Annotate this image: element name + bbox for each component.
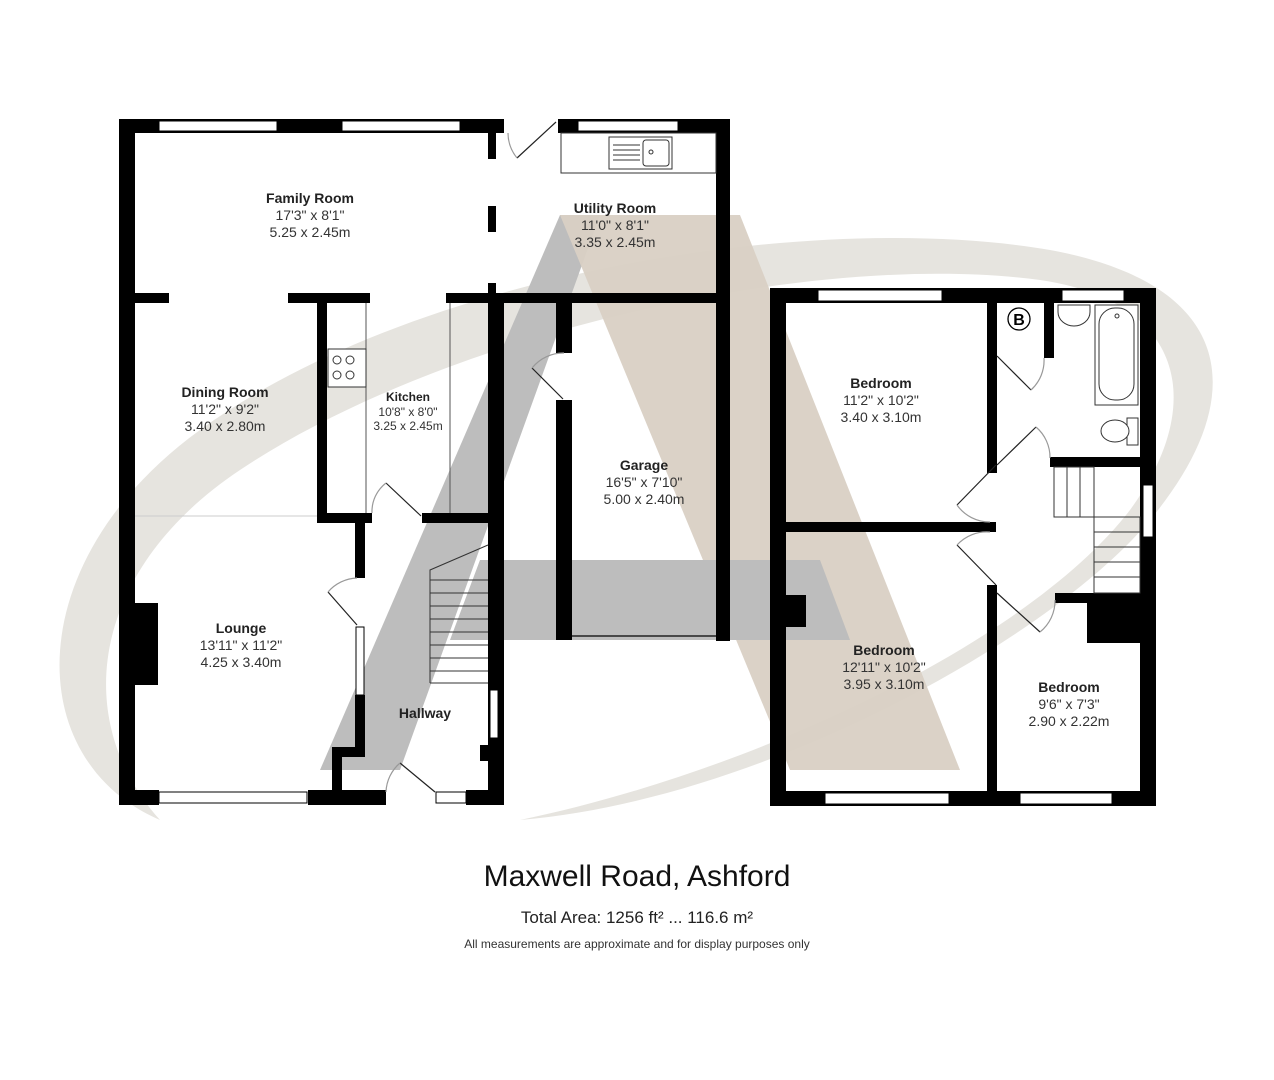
room-name: Garage (619, 457, 669, 473)
room-name: Kitchen (385, 390, 430, 404)
room-name: Dining Room (181, 384, 269, 400)
room-imperial: 17'3" x 8'1" (275, 207, 345, 224)
room-name: Utility Room (573, 200, 657, 216)
property-title: Maxwell Road, Ashford (483, 860, 791, 893)
room-label-kitchen: Kitchen 10'8" x 8'0" 3.25 x 2.45m (373, 390, 442, 434)
room-label-garage: Garage 16'5" x 7'10" 5.00 x 2.40m (604, 457, 685, 508)
first-windows (817, 289, 1154, 805)
total-area: Total Area: 1256 ft² ... 116.6 m² (520, 908, 754, 927)
room-metric: 3.25 x 2.45m (373, 419, 443, 434)
room-imperial: 11'0" x 8'1" (581, 217, 649, 234)
stairs-icon (429, 544, 489, 684)
room-imperial: 16'5" x 7'10" (605, 474, 683, 491)
room-metric: 3.95 x 3.10m (843, 676, 925, 693)
room-label-dining-room: Dining Room 11'2" x 9'2" 3.40 x 2.80m (181, 384, 268, 435)
room-name: Bedroom (853, 642, 915, 658)
room-imperial: 12'11" x 10'2" (842, 659, 926, 676)
room-imperial: 13'11" x 11'2" (199, 637, 283, 654)
boiler-label: B (1013, 312, 1025, 329)
room-label-utility-room: Utility Room 11'0" x 8'1" 3.35 x 2.45m (574, 200, 656, 251)
boiler-icon: B (1007, 307, 1031, 331)
ground-windows (158, 120, 679, 804)
room-metric: 4.25 x 3.40m (200, 654, 282, 671)
room-label-bedroom-1: Bedroom 11'2" x 10'2" 3.40 x 3.10m (841, 375, 922, 426)
room-imperial: 11'2" x 10'2" (843, 392, 919, 409)
basin-icon (1057, 304, 1091, 327)
watermark-a-logo-icon (320, 215, 960, 770)
room-name: Bedroom (850, 375, 912, 391)
bath-icon (1094, 304, 1139, 406)
room-imperial: 11'2" x 9'2" (191, 401, 259, 418)
room-metric: 2.90 x 2.22m (1028, 713, 1110, 730)
disclaimer: All measurements are approximate and for… (464, 937, 810, 951)
room-metric: 3.35 x 2.45m (574, 234, 656, 251)
room-label-lounge: Lounge 13'11" x 11'2" 4.25 x 3.40m (200, 620, 283, 671)
room-label-hallway: Hallway (399, 705, 451, 722)
room-metric: 3.40 x 2.80m (184, 418, 266, 435)
sink-icon (560, 132, 717, 174)
first-door-swings (956, 355, 1056, 633)
ground-floor (119, 119, 730, 805)
hob-icon (327, 348, 367, 388)
room-label-family-room: Family Room 17'3" x 8'1" 5.25 x 2.45m (266, 190, 354, 241)
room-name: Lounge (215, 620, 267, 636)
kitchen-worktop (365, 303, 451, 513)
room-imperial: 9'6" x 7'3" (1038, 696, 1100, 713)
room-name: Hallway (398, 705, 452, 721)
room-label-bedroom-2: Bedroom 12'11" x 10'2" 3.95 x 3.10m (842, 642, 926, 693)
room-metric: 5.25 x 2.45m (269, 224, 351, 241)
room-label-bedroom-3: Bedroom 9'6" x 7'3" 2.90 x 2.22m (1029, 679, 1110, 730)
room-name: Bedroom (1038, 679, 1100, 695)
landing-stairs-icon (1053, 466, 1141, 594)
room-metric: 3.40 x 3.10m (840, 409, 922, 426)
room-imperial: 10'8" x 8'0" (378, 404, 438, 419)
room-metric: 5.00 x 2.40m (603, 491, 685, 508)
room-name: Family Room (266, 190, 354, 206)
toilet-icon (1100, 417, 1139, 446)
door-swings (327, 121, 565, 793)
